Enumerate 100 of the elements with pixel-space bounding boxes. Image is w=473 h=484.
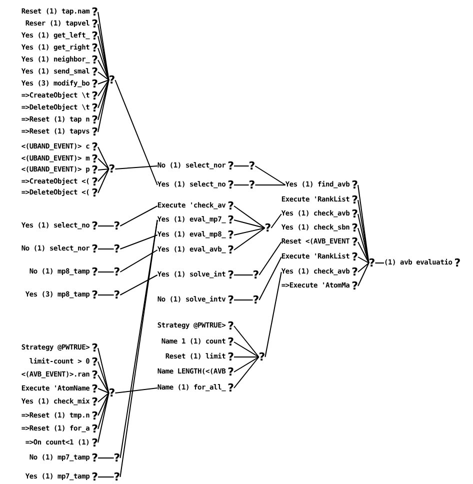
question-mark: ?: [352, 222, 358, 234]
question-mark: ?: [92, 142, 98, 152]
connector-line: [254, 184, 286, 186]
question-mark: ?: [114, 452, 120, 464]
connector-line: [98, 388, 110, 394]
connector-line: [98, 72, 110, 80]
question-mark: ?: [252, 294, 260, 306]
question-mark: ?: [454, 258, 461, 268]
connector-line: [374, 262, 384, 264]
question-mark: ?: [352, 180, 358, 190]
question-mark: ?: [248, 160, 256, 172]
connector-line: [358, 242, 370, 264]
connector-line: [98, 392, 110, 430]
connector-line: [98, 158, 110, 170]
question-mark: ?: [228, 382, 234, 394]
question-mark: ?: [92, 54, 98, 66]
connector-line: [358, 214, 370, 264]
connector-line: [98, 48, 110, 80]
question-mark: ?: [92, 342, 98, 354]
connector-line: [234, 184, 250, 186]
connector-line: [358, 262, 370, 272]
connector-line: [234, 356, 260, 372]
question-mark: ?: [368, 258, 376, 268]
question-mark: ?: [92, 290, 98, 300]
question-mark: ?: [92, 90, 98, 102]
connector-line: [98, 392, 110, 402]
question-mark: ?: [114, 244, 120, 254]
question-mark: ?: [92, 114, 98, 126]
question-mark: ?: [228, 294, 234, 306]
connector-line: [98, 168, 110, 194]
connector-line: [98, 248, 114, 250]
question-mark: ?: [228, 320, 234, 332]
question-mark: ?: [252, 270, 260, 280]
connector-line: [358, 200, 370, 264]
connector-line: [98, 146, 110, 170]
question-mark: ?: [228, 200, 234, 212]
connector-line: [358, 262, 370, 286]
question-mark: ?: [228, 180, 234, 190]
connector-line: [258, 242, 282, 276]
connector-line: [98, 348, 110, 394]
connector-line: [234, 206, 266, 228]
connector-line: [114, 388, 158, 394]
connector-line: [98, 80, 110, 120]
question-mark: ?: [352, 236, 358, 248]
question-mark: ?: [228, 270, 234, 280]
question-mark: ?: [92, 153, 98, 164]
connector-line: [98, 361, 110, 394]
connector-line: [98, 392, 110, 416]
connector-line: [98, 80, 110, 96]
connector-line: [358, 256, 370, 264]
question-mark: ?: [92, 188, 98, 198]
question-mark: ?: [228, 244, 234, 256]
question-mark: ?: [92, 424, 98, 434]
connector-line: [98, 168, 110, 170]
connector-line: [258, 256, 282, 300]
connector-line: [234, 228, 266, 250]
question-mark: ?: [114, 220, 120, 232]
question-mark: ?: [92, 66, 98, 78]
connector-line: [234, 274, 254, 276]
connector-line: [98, 80, 110, 132]
connector-line: [120, 206, 158, 226]
question-mark: ?: [228, 214, 234, 226]
question-mark: ?: [228, 160, 234, 172]
connector-line: [98, 168, 110, 182]
question-mark: ?: [114, 290, 120, 300]
connector-line: [264, 272, 282, 358]
connector-line: [98, 80, 110, 108]
question-mark: ?: [228, 230, 234, 240]
question-mark: ?: [92, 370, 98, 380]
connector-line: [114, 80, 158, 186]
connector-line: [114, 166, 158, 170]
question-mark: ?: [248, 180, 256, 190]
question-mark: ?: [352, 280, 358, 292]
connector-line: [234, 342, 260, 358]
question-mark: ?: [352, 208, 358, 220]
question-mark: ?: [92, 396, 98, 408]
connector-line: [234, 220, 266, 228]
question-mark: ?: [92, 472, 98, 482]
question-mark: ?: [92, 452, 98, 464]
question-mark: ?: [352, 194, 358, 206]
connector-line: [98, 392, 110, 443]
question-mark: ?: [228, 336, 234, 348]
question-mark: ?: [92, 126, 98, 138]
question-mark: ?: [92, 164, 98, 176]
question-mark: ?: [228, 366, 234, 378]
connector-line: [98, 24, 110, 80]
question-mark: ?: [352, 266, 358, 278]
connector-line: [120, 274, 158, 296]
connector-line: [270, 214, 282, 228]
question-mark: ?: [92, 383, 98, 394]
question-mark: ?: [92, 410, 98, 421]
question-mark: ?: [92, 42, 98, 54]
question-mark: ?: [108, 164, 116, 174]
connector-line: [358, 228, 370, 264]
question-mark: ?: [264, 222, 272, 234]
question-mark: ?: [92, 356, 98, 367]
connector-line: [98, 476, 114, 478]
question-mark: ?: [114, 472, 120, 482]
connector-line: [98, 36, 110, 80]
question-mark: ?: [92, 437, 98, 448]
